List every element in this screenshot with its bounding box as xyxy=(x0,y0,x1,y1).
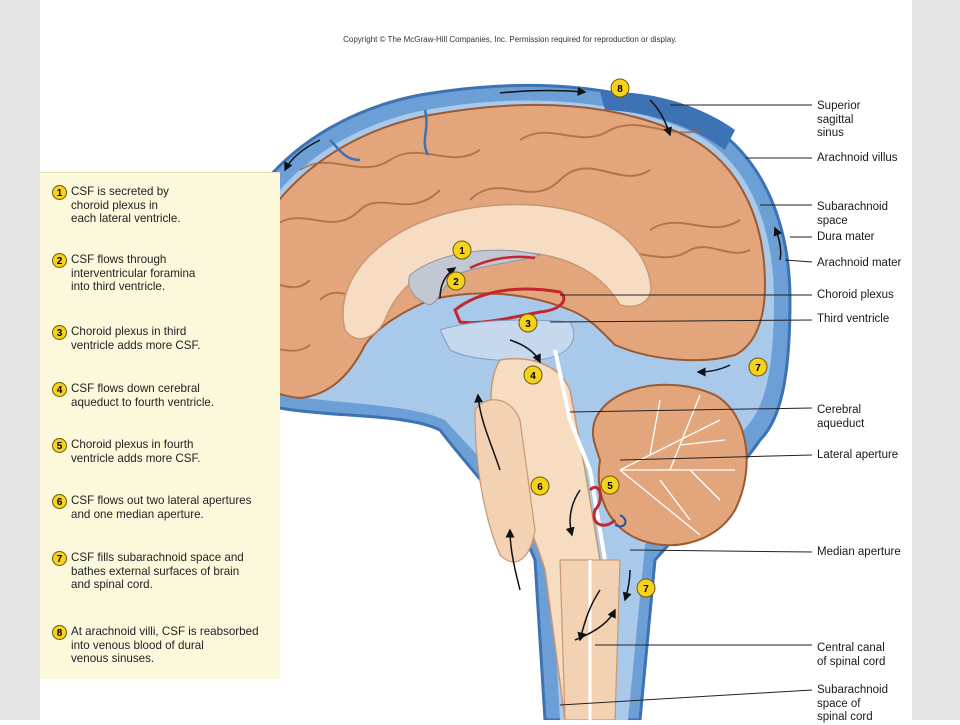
steps-panel: 1 CSF is secreted by choroid plexus in e… xyxy=(40,172,280,679)
superior-sagittal-sinus-shape xyxy=(600,91,735,150)
third-ventricle-shape xyxy=(439,319,575,362)
svg-text:4: 4 xyxy=(530,371,536,382)
badge-5: 5 xyxy=(600,475,620,495)
step-4-text: CSF flows down cerebral aqueduct to four… xyxy=(71,382,215,409)
step-4-number: 4 xyxy=(52,382,67,397)
label-arachnoid-villus: Arachnoid villus xyxy=(817,152,898,164)
label-dura-mater: Dura mater xyxy=(817,231,875,243)
leader-lines xyxy=(549,104,813,706)
step-8-number: 8 xyxy=(52,625,67,640)
svg-text:7: 7 xyxy=(643,584,649,595)
label-subarachnoid-space-cord: Subarachnoid space of spinal cord xyxy=(817,684,888,723)
badge-3: 3 xyxy=(518,313,538,333)
corpus-callosum-shape xyxy=(342,203,652,340)
step-1-number: 1 xyxy=(52,185,67,200)
badge-1: 1 xyxy=(452,240,472,260)
step-5-text: Choroid plexus in fourth ventricle adds … xyxy=(71,438,201,465)
cerebellum-shape xyxy=(591,383,748,547)
svg-text:5: 5 xyxy=(607,481,613,492)
badge-8: 8 xyxy=(610,78,630,98)
left-border xyxy=(0,0,40,720)
svg-text:8: 8 xyxy=(617,84,623,95)
badge-7-top: 7 xyxy=(748,357,768,377)
label-subarachnoid-space: Subarachnoid space xyxy=(817,201,888,227)
label-arachnoid-mater: Arachnoid mater xyxy=(817,257,902,269)
step-5-number: 5 xyxy=(52,438,67,453)
surface-veins xyxy=(329,109,430,162)
svg-text:3: 3 xyxy=(525,319,531,330)
step-8-text: At arachnoid villi, CSF is reabsorbed in… xyxy=(71,625,259,665)
svg-text:1: 1 xyxy=(459,246,465,257)
step-2-number: 2 xyxy=(52,253,67,268)
badge-7-bottom: 7 xyxy=(636,578,656,598)
label-superior-sagittal-sinus: Superior sagittal sinus xyxy=(817,100,861,139)
step-6-number: 6 xyxy=(52,494,67,509)
step-3-text: Choroid plexus in third ventricle adds m… xyxy=(71,325,201,352)
label-lateral-aperture: Lateral aperture xyxy=(817,449,899,461)
copyright-notice: Copyright © The McGraw-Hill Companies, I… xyxy=(343,35,677,44)
label-central-canal: Central canal of spinal cord xyxy=(817,642,886,668)
flow-arrows xyxy=(239,86,783,642)
lateral-ventricle-shape xyxy=(408,249,542,306)
svg-text:2: 2 xyxy=(453,277,459,288)
svg-text:6: 6 xyxy=(537,482,543,493)
badge-2: 2 xyxy=(446,271,466,291)
label-cerebral-aqueduct: Cerebral aqueduct xyxy=(817,404,865,430)
step-7-text: CSF fills subarachnoid space and bathes … xyxy=(71,551,244,591)
badge-4: 4 xyxy=(523,365,543,385)
svg-text:7: 7 xyxy=(755,363,761,374)
badge-6: 6 xyxy=(530,476,550,496)
fourth-ventricle-plexus xyxy=(588,486,617,527)
step-7-number: 7 xyxy=(52,551,67,566)
label-choroid-plexus: Choroid plexus xyxy=(817,289,894,301)
cerebellum-branches xyxy=(619,394,735,536)
label-median-aperture: Median aperture xyxy=(817,546,901,558)
label-third-ventricle: Third ventricle xyxy=(817,313,890,325)
step-2-text: CSF flows through interventricular foram… xyxy=(71,253,196,293)
step-1-text: CSF is secreted by choroid plexus in eac… xyxy=(71,185,181,225)
right-border xyxy=(912,0,960,720)
step-6-text: CSF flows out two lateral apertures and … xyxy=(71,494,252,521)
step-3-number: 3 xyxy=(52,325,67,340)
